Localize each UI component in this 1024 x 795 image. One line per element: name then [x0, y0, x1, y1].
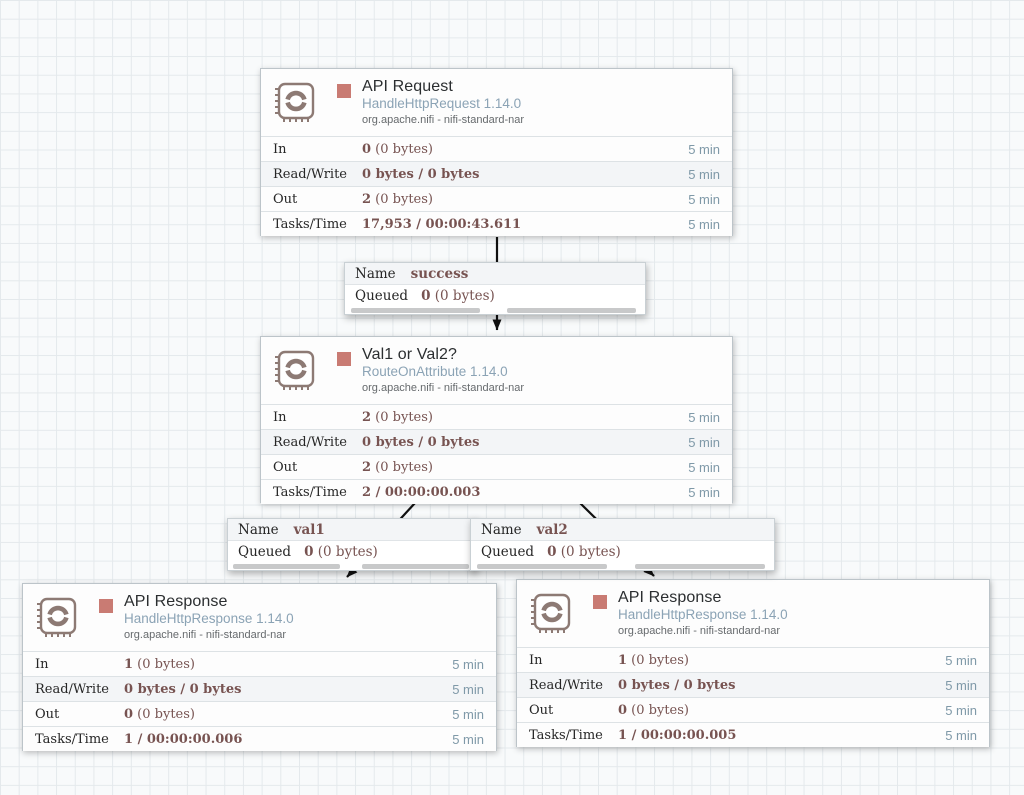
processor-icon: [37, 597, 77, 637]
processor-type: HandleHttpRequest 1.14.0: [362, 96, 522, 111]
processor-title: API Response: [618, 589, 722, 606]
stopped-indicator-icon: [99, 599, 113, 613]
processor-title: API Response: [124, 593, 228, 610]
backpressure-bars: [228, 563, 476, 571]
backpressure-size-bar: [634, 564, 765, 569]
stopped-indicator-icon: [337, 352, 351, 366]
processor-header: API Request HandleHttpRequest 1.14.0 org…: [261, 69, 732, 136]
processor-api-response-left[interactable]: API Response HandleHttpResponse 1.14.0 o…: [22, 583, 497, 751]
stat-row-read-write: Read/Write 0 bytes / 0 bytes 5 min: [23, 676, 496, 701]
stat-row-tasks-time: Tasks/Time 17,953 / 00:00:43.611 5 min: [261, 211, 732, 236]
processor-header: API Response HandleHttpResponse 1.14.0 o…: [23, 584, 496, 651]
stopped-indicator-icon: [593, 595, 607, 609]
stat-row-out: Out 0 (0 bytes) 5 min: [517, 697, 989, 722]
backpressure-size-bar: [507, 308, 636, 313]
stat-row-in: In 1 (0 bytes) 5 min: [517, 647, 989, 672]
processor-title: Val1 or Val2?: [362, 346, 457, 363]
processor-bundle: org.apache.nifi - nifi-standard-nar: [618, 625, 781, 637]
backpressure-object-bar: [477, 564, 608, 569]
stopped-indicator-icon: [337, 84, 351, 98]
stat-row-read-write: Read/Write 0 bytes / 0 bytes 5 min: [517, 672, 989, 697]
processor-bundle: org.apache.nifi - nifi-standard-nar: [362, 114, 525, 126]
processor-icon: [275, 350, 315, 390]
stat-row-tasks-time: Tasks/Time 2 / 00:00:00.003 5 min: [261, 479, 732, 504]
processor-api-request[interactable]: API Request HandleHttpRequest 1.14.0 org…: [260, 68, 733, 236]
processor-icon: [531, 593, 571, 633]
processor-type: HandleHttpResponse 1.14.0: [618, 607, 788, 622]
stat-row-tasks-time: Tasks/Time 1 / 00:00:00.006 5 min: [23, 726, 496, 751]
processor-bundle: org.apache.nifi - nifi-standard-nar: [124, 629, 287, 641]
stat-row-out: Out 0 (0 bytes) 5 min: [23, 701, 496, 726]
stat-row-in: In 0 (0 bytes) 5 min: [261, 136, 732, 161]
stat-row-read-write: Read/Write 0 bytes / 0 bytes 5 min: [261, 429, 732, 454]
stat-row-out: Out 2 (0 bytes) 5 min: [261, 186, 732, 211]
processor-bundle: org.apache.nifi - nifi-standard-nar: [362, 382, 525, 394]
processor-type: HandleHttpResponse 1.14.0: [124, 611, 294, 626]
backpressure-bars: [345, 307, 645, 315]
backpressure-bars: [471, 563, 774, 571]
processor-api-response-right[interactable]: API Response HandleHttpResponse 1.14.0 o…: [516, 579, 990, 747]
processor-val1-or-val2[interactable]: Val1 or Val2? RouteOnAttribute 1.14.0 or…: [260, 336, 733, 504]
backpressure-object-bar: [232, 564, 340, 569]
processor-header: API Response HandleHttpResponse 1.14.0 o…: [517, 580, 989, 647]
stat-row-read-write: Read/Write 0 bytes / 0 bytes 5 min: [261, 161, 732, 186]
stat-row-in: In 2 (0 bytes) 5 min: [261, 404, 732, 429]
processor-header: Val1 or Val2? RouteOnAttribute 1.14.0 or…: [261, 337, 732, 404]
stat-row-tasks-time: Tasks/Time 1 / 00:00:00.005 5 min: [517, 722, 989, 747]
backpressure-size-bar: [361, 564, 469, 569]
stat-row-in: In 1 (0 bytes) 5 min: [23, 651, 496, 676]
processor-icon: [275, 82, 315, 122]
backpressure-object-bar: [351, 308, 480, 313]
processor-title: API Request: [362, 78, 453, 95]
stat-row-out: Out 2 (0 bytes) 5 min: [261, 454, 732, 479]
processor-type: RouteOnAttribute 1.14.0: [362, 364, 508, 379]
